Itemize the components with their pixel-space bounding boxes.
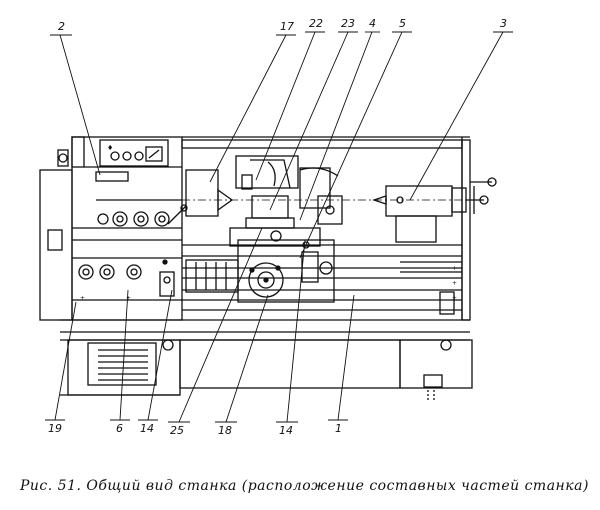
control-panel: ♦ <box>95 139 182 201</box>
svg-text:♦: ♦ <box>107 144 113 152</box>
callout-labels: 2 17 22 23 4 5 3 19 6 14 25 18 14 1 <box>48 17 507 437</box>
callout-25: 25 <box>170 424 184 437</box>
lathe-bed: + + + <box>60 136 471 341</box>
feed-shafts <box>185 259 239 293</box>
svg-text:+: + <box>80 295 85 302</box>
callout-23: 23 <box>341 17 355 30</box>
svg-text:+: + <box>452 295 457 302</box>
headstock-knobs <box>97 204 188 227</box>
callout-22: 22 <box>309 17 323 30</box>
tailstock <box>371 177 497 243</box>
gearbox-knobs: + + <box>78 259 175 302</box>
callout-1: 1 <box>335 422 342 435</box>
svg-text:+: + <box>126 295 131 302</box>
apron <box>237 239 335 303</box>
leader-lines <box>45 31 513 423</box>
callout-5: 5 <box>399 17 406 30</box>
callout-17: 17 <box>280 20 294 33</box>
headstock <box>39 136 183 321</box>
callout-14-right: 14 <box>279 424 293 437</box>
svg-text:+: + <box>452 280 457 287</box>
callout-19: 19 <box>48 422 62 435</box>
callout-2: 2 <box>58 20 65 33</box>
carriage <box>229 155 343 247</box>
callout-4: 4 <box>369 17 376 30</box>
callout-18: 18 <box>218 424 232 437</box>
svg-text:+: + <box>452 265 457 272</box>
figure-caption: Рис. 51. Общий вид станка (расположение … <box>20 478 589 494</box>
callout-3: 3 <box>500 17 507 30</box>
callout-6: 6 <box>116 422 123 435</box>
callout-14-left: 14 <box>140 422 154 435</box>
